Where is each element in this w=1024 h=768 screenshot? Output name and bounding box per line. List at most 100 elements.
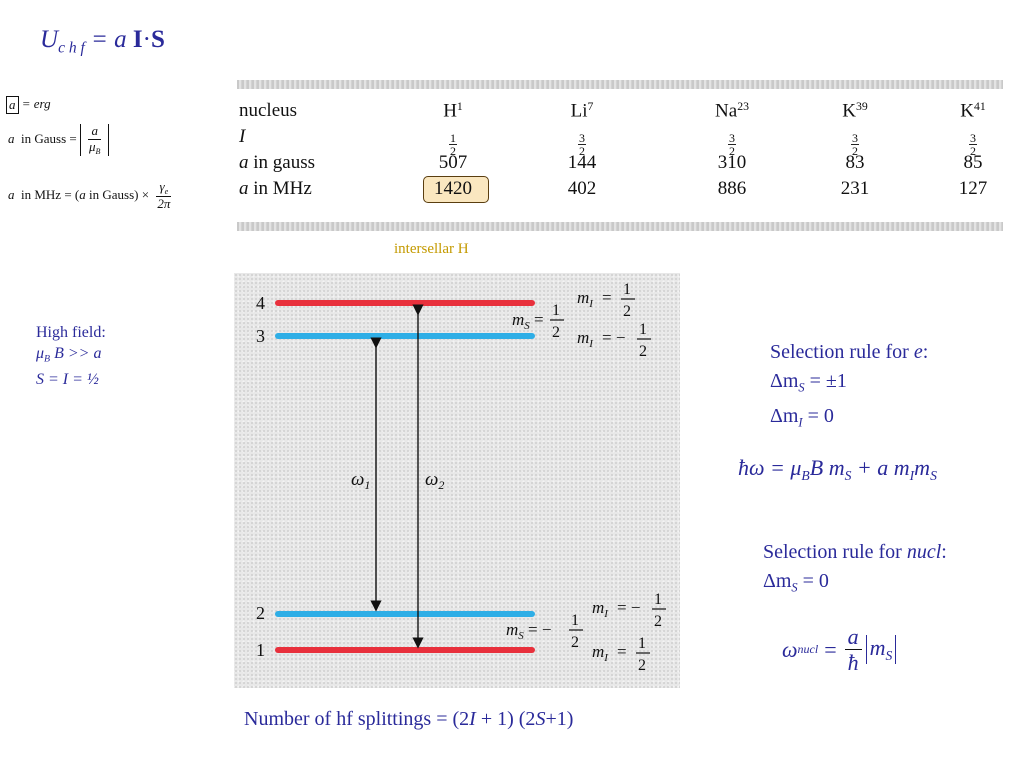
svg-text:2: 2	[623, 303, 631, 320]
high-field-spins: S = I = ½	[36, 371, 99, 389]
svg-text:= −: = −	[602, 328, 625, 347]
table-cell: 144	[567, 152, 597, 173]
selection-nucl-title: Selection rule for nucl:	[763, 541, 947, 563]
unit-mhz-num: γ	[159, 179, 165, 194]
energy-level-diagram: 4 3 2 1 ω1 ω2 mS = 1 2 mI = 1 2 mI = − 1	[234, 273, 680, 688]
svg-text:1: 1	[571, 612, 579, 629]
energy-subscript: c h f	[58, 39, 85, 57]
svg-text:mI: mI	[592, 642, 609, 664]
table-cell: 507	[438, 152, 468, 173]
selection-rule-nuclear: Selection rule for nucl: ΔmS = 0	[763, 538, 947, 602]
table-row-label: nucleus	[239, 100, 298, 121]
dot-operator: ·	[142, 26, 151, 53]
high-field-title: High field:	[36, 324, 106, 341]
svg-text:=: =	[534, 310, 544, 329]
table-cell: 83	[845, 152, 865, 173]
selection-e-mi: ΔmI = 0	[770, 405, 834, 430]
upper-mi-plus-label: mI = 1 2	[577, 281, 635, 320]
unit-mhz-text: in MHz = (	[21, 186, 80, 202]
unit-mhz-text2: in Gauss) ×	[89, 186, 150, 202]
table-cell-hydrogen-mhz: 1420	[434, 178, 472, 199]
svg-text:mI: mI	[577, 328, 594, 350]
table-cell: 886	[717, 178, 747, 199]
unit-gauss-den: μ	[88, 138, 96, 154]
svg-text:= −: = −	[528, 620, 551, 639]
upper-ms-label: mS = 1 2	[512, 302, 564, 341]
svg-text:mS: mS	[506, 620, 524, 642]
svg-text:= −: = −	[617, 598, 640, 617]
unit-mhz-a: a	[8, 186, 15, 202]
unit-mhz-num-sub: e	[164, 186, 169, 196]
svg-text:1: 1	[639, 321, 647, 338]
table-header-cell: Li7	[570, 100, 594, 122]
splitting-count-note: Number of hf splittings = (2I + 1) (2S+1…	[244, 708, 574, 730]
table-bottom-rule	[237, 222, 1003, 231]
unit-bracket: a	[6, 96, 19, 115]
level-number: 2	[256, 603, 265, 623]
table-cell: 231	[840, 178, 870, 199]
unit-gauss-bracket: a μB	[79, 123, 110, 157]
level-number: 4	[256, 293, 265, 313]
unit-erg-formula: a = erg	[6, 96, 51, 115]
interstellar-label: intersellar H	[394, 241, 469, 257]
selection-e-ms: ΔmS = ±1	[770, 370, 847, 395]
hamiltonian-formula: Uc h f = a I·S	[40, 26, 165, 57]
svg-text:mS: mS	[512, 310, 530, 332]
selection-e-title: Selection rule for e:	[770, 341, 929, 363]
table-header-cell: H1	[443, 100, 463, 122]
svg-text:2: 2	[639, 343, 647, 360]
svg-text:=: =	[617, 642, 627, 661]
table-cell: 310	[717, 152, 747, 173]
unit-gauss-a: a	[8, 131, 15, 146]
high-field-note: High field: μB B >> a S = I = ½	[36, 322, 106, 390]
svg-text:2: 2	[552, 324, 560, 341]
table-row-label: a in gauss	[239, 152, 315, 173]
level-number: 1	[256, 640, 265, 660]
svg-text:2: 2	[638, 657, 646, 674]
selection-nucl-ms: ΔmS = 0	[763, 570, 829, 595]
table-row-mhz: a in MHz 1420 402 886 231 127	[237, 178, 1003, 202]
svg-text:1: 1	[638, 635, 646, 652]
svg-text:1: 1	[654, 591, 662, 608]
omega1-label: ω1	[351, 469, 370, 492]
coupling-term: = a	[91, 26, 127, 53]
table-header-cell: Na23	[715, 100, 749, 122]
electron-spin-vector: S	[150, 26, 165, 53]
svg-text:mI: mI	[592, 598, 609, 620]
selection-rule-electron: Selection rule for e: ΔmS = ±1 ΔmI = 0	[770, 338, 928, 438]
unit-mhz-formula: a in MHz = (a in Gauss) × γe 2π	[8, 179, 175, 212]
svg-text:1: 1	[623, 281, 631, 298]
omega2-label: ω2	[425, 469, 444, 492]
unit-mhz-a2: a	[79, 186, 86, 202]
unit-gauss-den-sub: B	[95, 146, 101, 156]
table-top-rule	[237, 80, 1003, 89]
unit-gauss-formula: a in Gauss = a μB	[8, 123, 110, 157]
lower-mi-plus-label: mI = 1 2	[592, 635, 650, 674]
table-row-gauss: a in gauss 507 144 310 83 85	[237, 152, 1003, 176]
table-header-cell: K41	[960, 100, 986, 122]
table-row-label: a in MHz	[239, 178, 312, 199]
hydrogen-highlight-box	[423, 176, 489, 203]
energy-equation: ħω = μBB mS + a mImS	[738, 455, 937, 483]
table-row-label: I	[239, 126, 246, 147]
svg-text:=: =	[602, 288, 612, 307]
lower-mi-minus-label: mI = − 1 2	[592, 591, 666, 630]
level-number: 3	[256, 326, 265, 346]
svg-text:2: 2	[654, 613, 662, 630]
unit-erg-rhs: = erg	[21, 96, 51, 111]
svg-text:1: 1	[552, 302, 560, 319]
table-cell: 127	[958, 178, 988, 199]
upper-mi-minus-label: mI = − 1 2	[577, 321, 651, 360]
table-header-cell: K39	[842, 100, 868, 122]
energy-symbol: U	[40, 26, 59, 53]
lower-ms-label: mS = − 1 2	[506, 612, 583, 651]
table-cell: 402	[567, 178, 597, 199]
